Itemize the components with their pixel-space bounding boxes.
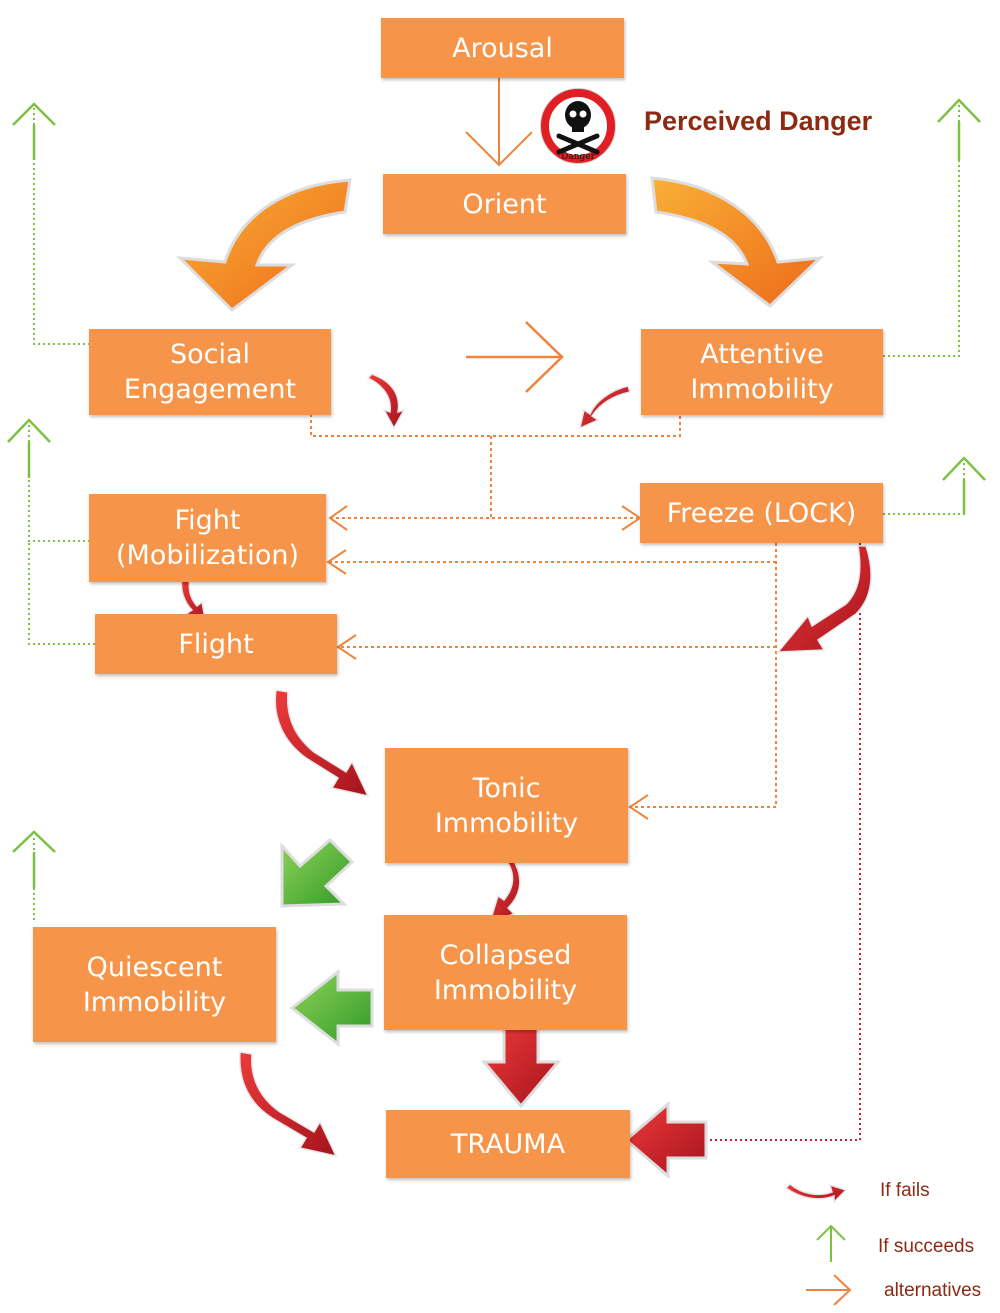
fail-arrow-freeze [776,545,872,653]
node-flight-label: Flight [178,628,254,660]
big-curve-arrow-right [650,176,825,308]
legend-alternatives-label: alternatives [884,1280,982,1301]
node-arousal-label: Arousal [452,32,553,64]
node-freeze: Freeze (LOCK) [640,483,883,543]
fail-arrow-attentive [578,385,631,430]
fail-arrow-tonic [488,857,521,924]
legend-alternatives-arrow [806,1274,852,1306]
node-collapsed-immobility-label: Collapsed Immobility [433,939,578,1006]
freeze-to-trauma-dotted-line [700,543,861,1141]
node-social-engagement-label: Social Engagement [123,339,297,405]
arousal-to-orient-arrow [465,78,533,167]
node-quiescent-immobility: Quiescent Immobility [33,927,276,1042]
node-arousal: Arousal [381,18,624,78]
big-curve-arrow-left [176,178,352,312]
node-fight: Fight (Mobilization) [89,494,326,582]
fail-arrows [180,373,872,1204]
node-orient-label: Orient [462,188,547,220]
fail-arrow-quiescent [239,1051,338,1158]
node-collapsed-immobility: Collapsed Immobility [384,915,627,1030]
legend-succeeds-arrow [816,1224,846,1262]
legend-fails-label: If fails [880,1180,930,1201]
trauma-block-arrows [480,1022,708,1180]
collapsed-to-trauma-arrow [480,1022,562,1109]
success-arrowheads [7,98,986,888]
recovery-arrow-collapsed [289,968,374,1048]
node-attentive-immobility-label: Attentive Immobility [690,339,834,405]
node-trauma-label: TRAUMA [450,1128,566,1160]
node-fight-label: Fight (Mobilization) [116,505,299,571]
node-attentive-immobility: Attentive Immobility [641,329,883,415]
danger-sign: Danger [540,88,616,164]
node-tonic-immobility-label: Tonic Immobility [434,772,579,839]
fail-arrow-legend [784,1182,848,1204]
freeze-to-trauma-arrow [623,1100,708,1180]
danger-sign-text: Danger [561,152,595,162]
fail-arrow-social [366,373,406,430]
node-freeze-label: Freeze (LOCK) [666,497,857,529]
recovery-arrow-tonic [280,837,355,908]
node-quiescent-immobility-label: Quiescent Immobility [82,951,227,1018]
node-orient: Orient [383,174,626,234]
fail-arrow-flight [274,689,370,798]
legend-succeeds-label: If succeeds [878,1236,975,1257]
node-social-engagement: Social Engagement [89,329,331,415]
recovery-arrows [280,837,374,1048]
alternative-connectors [310,414,777,808]
skull-crossbones-icon [556,101,600,155]
social-to-attentive-arrow [466,321,564,393]
fail-arrow-fight [180,577,208,626]
node-flight: Flight [95,614,337,674]
node-tonic-immobility: Tonic Immobility [385,748,628,863]
perceived-danger-label: Perceived Danger [644,106,873,136]
node-trauma: TRAUMA [386,1110,630,1178]
